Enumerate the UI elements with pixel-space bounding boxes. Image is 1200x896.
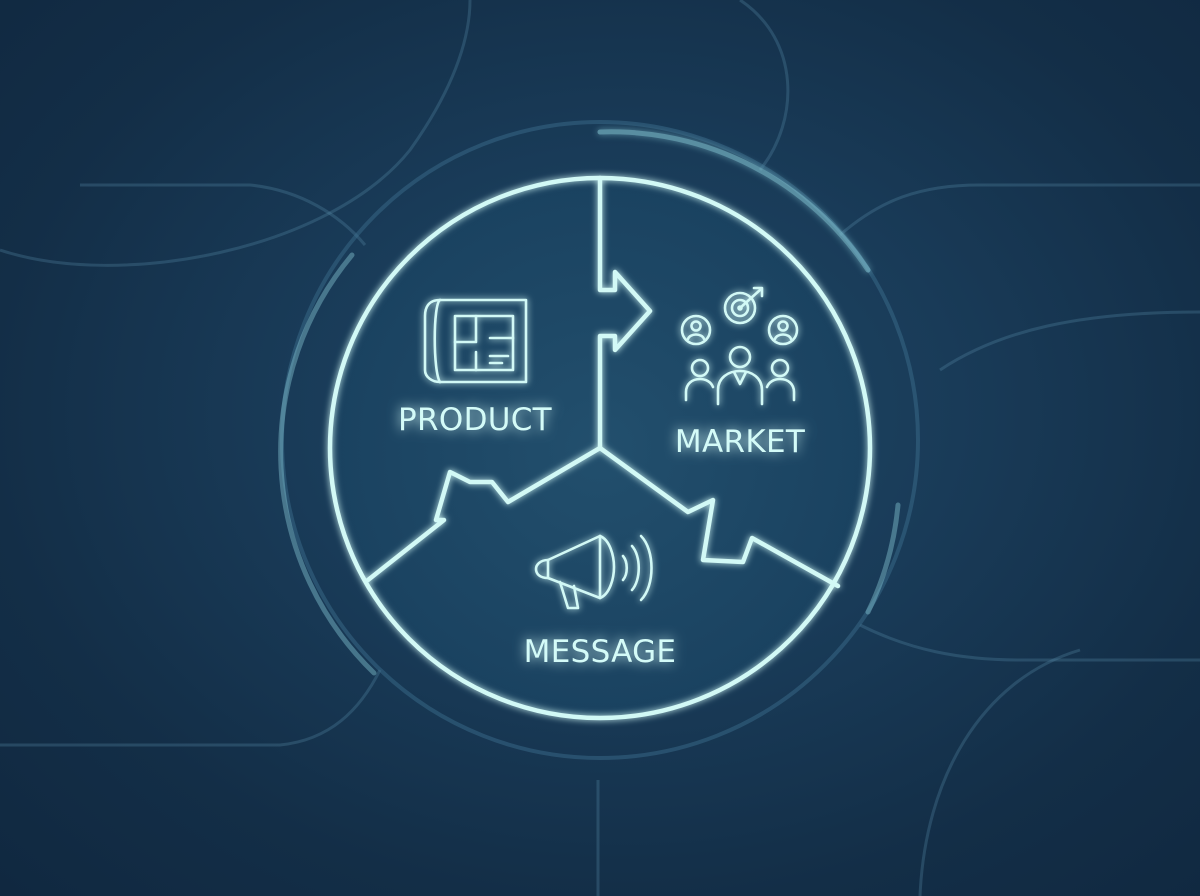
divider-message-product [365, 445, 603, 583]
blueprint-icon [423, 298, 528, 384]
divider-product-market [597, 175, 653, 451]
megaphone-icon [534, 534, 653, 610]
outer-arc-top [597, 129, 871, 273]
segment-label-product: PRODUCT [398, 402, 553, 438]
outer-halo-ring [280, 120, 920, 760]
divider-market-message [597, 445, 841, 589]
outer-arc-right [865, 502, 901, 615]
target-audience-icon [680, 286, 799, 406]
outer-arc-left [278, 252, 377, 676]
segment-label-message: MESSAGE [524, 634, 677, 670]
segment-label-market: MARKET [675, 424, 806, 460]
